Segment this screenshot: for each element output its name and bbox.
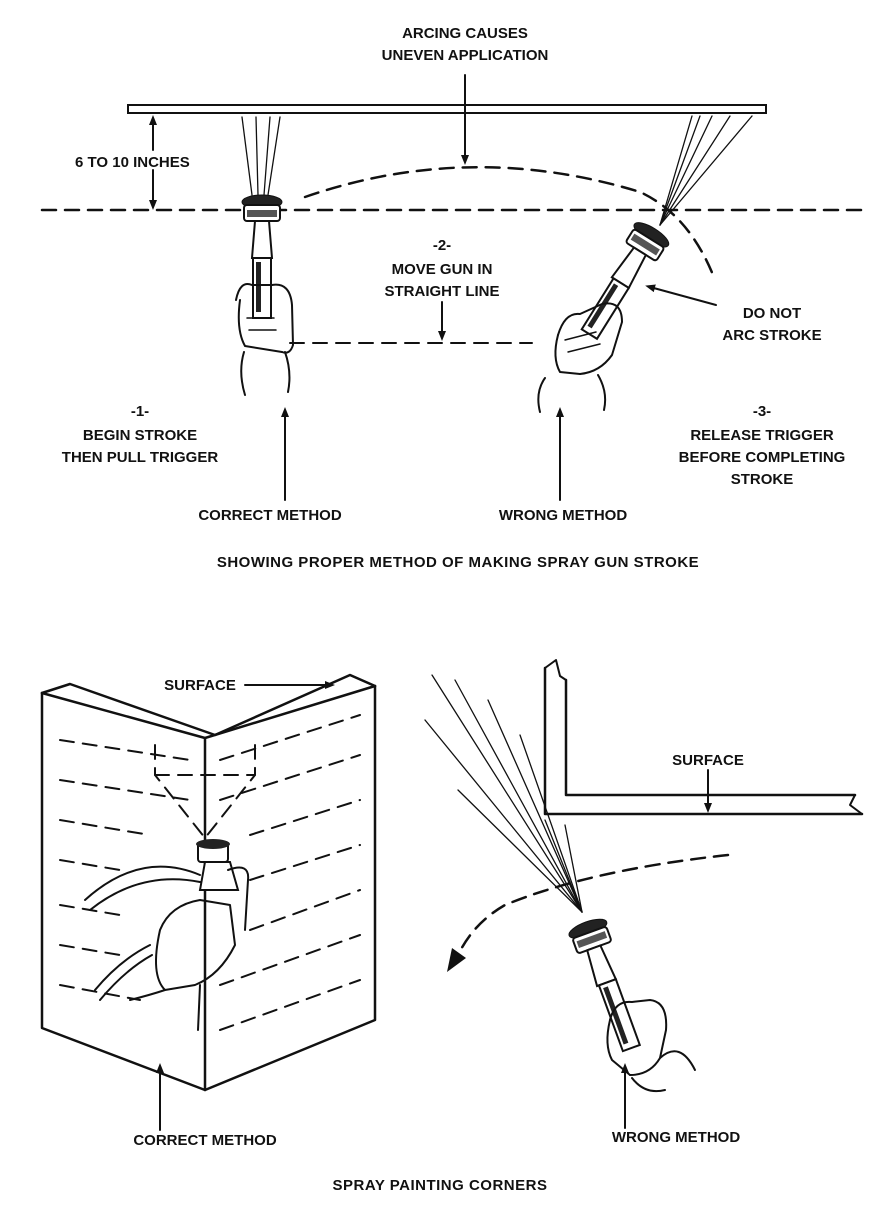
step3-number: -3-	[753, 403, 771, 420]
step2-number: -2-	[433, 237, 451, 254]
arc-arrowhead	[447, 948, 466, 972]
step3-line1: RELEASE TRIGGER	[690, 427, 834, 444]
top-caption: SHOWING PROPER METHOD OF MAKING SPRAY GU…	[217, 554, 699, 571]
wrong-corner-hand	[606, 999, 696, 1093]
step3-line2: BEFORE COMPLETING	[679, 449, 846, 466]
wrong-corner-spray-gun	[568, 918, 642, 1053]
corner-spray-gun	[84, 839, 250, 1031]
step1-line2: THEN PULL TRIGGER	[62, 449, 219, 466]
wrong-hand	[537, 302, 623, 413]
wrong-spray-fan	[424, 674, 583, 913]
top-diagram: ARCING CAUSES UNEVEN APPLICATION 6 TO 10…	[40, 25, 870, 571]
do-not-arc-arrow	[645, 284, 717, 306]
surface-bar	[127, 104, 767, 114]
surface-right-label: SURFACE	[672, 752, 744, 769]
step2-line2: STRAIGHT LINE	[385, 283, 500, 300]
bottom-caption: SPRAY PAINTING CORNERS	[333, 1177, 548, 1194]
step2-line1: MOVE GUN IN	[392, 261, 493, 278]
correct-method-label: CORRECT METHOD	[198, 507, 341, 524]
wrong-method-label: WRONG METHOD	[499, 507, 627, 524]
bottom-correct-label: CORRECT METHOD	[133, 1132, 276, 1149]
wrong-spray-gun	[580, 115, 753, 341]
correct-spray-gun	[241, 116, 283, 319]
do-not-arc-line1: DO NOT	[743, 305, 801, 322]
distance-label: 6 TO 10 INCHES	[75, 154, 190, 171]
correct-hand	[235, 283, 294, 396]
arcing-label-line1: ARCING CAUSES	[402, 25, 528, 42]
step1-line1: BEGIN STROKE	[83, 427, 197, 444]
do-not-arc-line2: ARC STROKE	[722, 327, 821, 344]
wall-corner	[543, 659, 864, 816]
arcing-label-line2: UNEVEN APPLICATION	[382, 47, 549, 64]
arc-stroke-line	[303, 165, 717, 282]
bottom-diagram: SURFACE SURFACE CORRECT METHOD WRONG MET…	[40, 659, 864, 1194]
bottom-wrong-label: WRONG METHOD	[612, 1129, 740, 1146]
step1-number: -1-	[131, 403, 149, 420]
surface-left-label: SURFACE	[164, 677, 236, 694]
step3-line3: STROKE	[731, 471, 794, 488]
